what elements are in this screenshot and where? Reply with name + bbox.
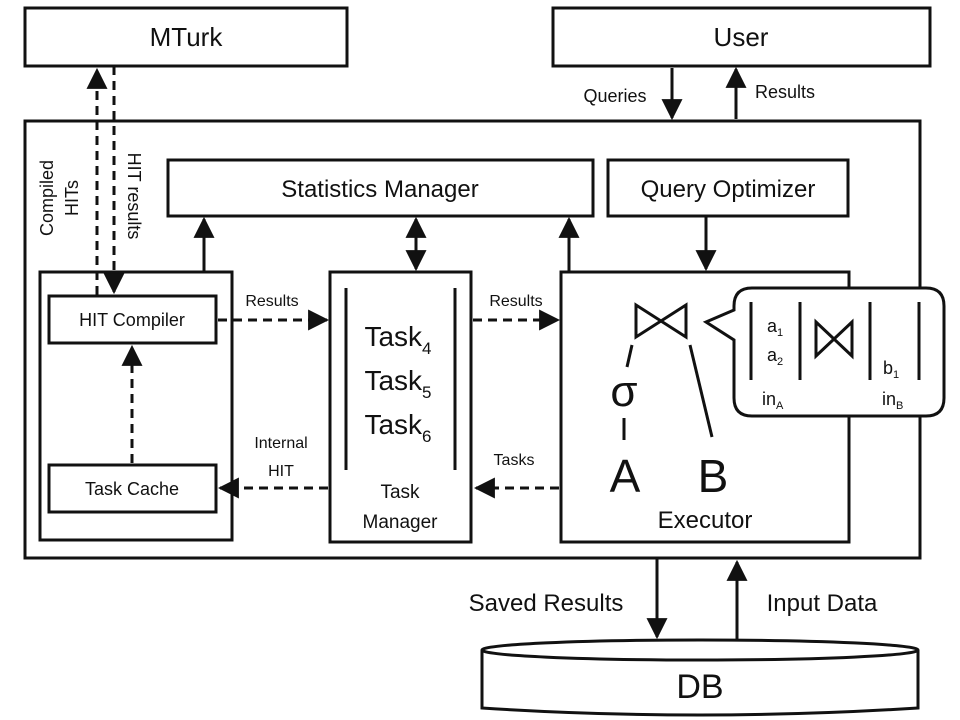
compiled-hits-label-line1: Compiled [37, 160, 57, 236]
task-manager-label-line1: Task [380, 482, 420, 503]
callout-left-item: a2 [767, 345, 783, 368]
join-symbol [634, 302, 688, 340]
mturk-label: MTurk [150, 22, 224, 52]
selection-symbol: σ [610, 367, 637, 416]
internal-hit-label-line1: Internal [254, 435, 307, 452]
statistics-manager-box [166, 158, 595, 218]
task-item: Task4 [364, 321, 431, 358]
callout-left-label: inA [762, 389, 784, 412]
queries-label: Queries [583, 86, 646, 106]
callout-left-item: a1 [767, 316, 783, 339]
input-data-label: Input Data [767, 590, 878, 617]
task-item: Task6 [364, 409, 431, 446]
join-callout-bubble [702, 286, 946, 418]
results-user-label: Results [755, 82, 815, 102]
internal-hit-label-line2: HIT [268, 463, 294, 480]
hit-results-label: HIT results [124, 153, 144, 240]
query-optimizer-label: Query Optimizer [641, 176, 816, 203]
statistics-manager-label: Statistics Manager [281, 176, 478, 203]
mturk-box [23, 6, 349, 68]
plan-edge [625, 344, 634, 368]
saved-results-label: Saved Results [469, 590, 624, 617]
results-left-label: Results [245, 293, 298, 310]
callout-right-label: inB [882, 389, 903, 412]
task-item: Task5 [364, 365, 431, 402]
hit-compiler-label: HIT Compiler [79, 310, 185, 330]
task-cache-box [47, 463, 218, 514]
task-cache-label: Task Cache [85, 479, 179, 499]
tasks-label: Tasks [494, 452, 535, 469]
user-label: User [714, 22, 769, 52]
hit-compiler-box [47, 294, 218, 345]
task-manager-box [328, 270, 473, 544]
relation-a: A [610, 450, 641, 502]
task-manager-label-line2: Manager [363, 512, 439, 533]
relation-b: B [698, 450, 729, 502]
executor-label: Executor [658, 507, 753, 534]
query-optimizer-box [606, 158, 850, 218]
callout-join-symbol [814, 318, 854, 360]
db-cylinder [480, 638, 920, 717]
callout-right-item: b1 [883, 358, 899, 381]
plan-edge [688, 344, 714, 438]
compiled-hits-label-line2: HITs [62, 180, 82, 216]
hit-subsystem-box [38, 270, 234, 542]
results-right-label: Results [489, 293, 542, 310]
user-box [551, 6, 932, 68]
db-label: DB [676, 668, 723, 706]
